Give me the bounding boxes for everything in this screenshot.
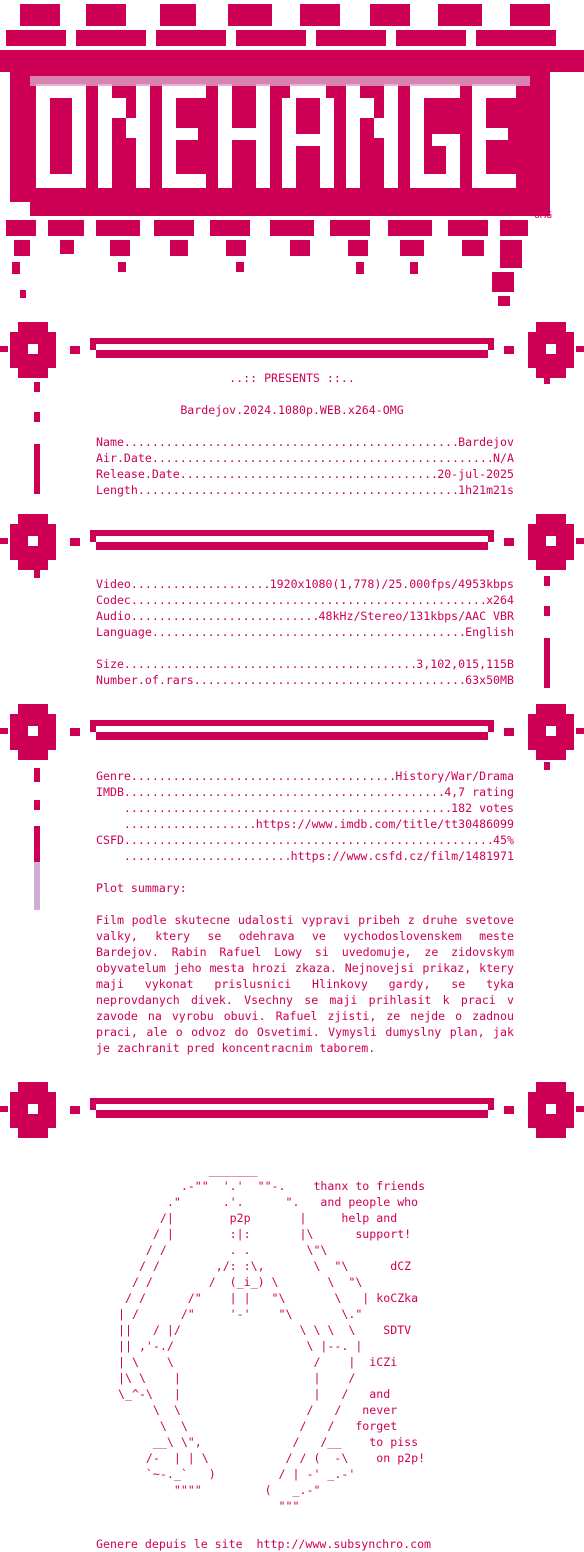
info-row: GenreHistory/War/Drama (96, 768, 514, 784)
group-logo (0, 4, 584, 306)
logo-tag: -OMG (528, 210, 553, 221)
section-divider (0, 1082, 584, 1138)
side-bar (544, 762, 550, 770)
info-row: Length1h21m21s (96, 482, 514, 498)
info-row: Codecx264 (96, 592, 514, 608)
info-row: 182 votes (96, 800, 514, 816)
side-bar (34, 570, 40, 578)
side-bar (544, 606, 550, 616)
plot-summary: Film podle skutecne udalosti vypravi pri… (96, 913, 514, 1055)
side-bar (544, 638, 550, 688)
side-bar (34, 444, 40, 494)
section-divider (0, 322, 584, 378)
side-bar (34, 412, 40, 422)
section-divider (0, 514, 584, 570)
ascii-art-credits: _______ .-"" '.' ""-. thanx to friends .… (118, 1163, 426, 1513)
info-row: CSFD45% (96, 832, 514, 848)
presents-heading: ..:: PRESENTS ::.. (229, 371, 355, 385)
info-row: NameBardejov (96, 434, 514, 450)
section-divider (0, 704, 584, 760)
info-row: Release.Date20-jul-2025 (96, 466, 514, 482)
side-bar (34, 826, 40, 862)
side-bar (34, 800, 40, 810)
release-name: Bardejov.2024.1080p.WEB.x264-OMG (180, 403, 404, 417)
plot-heading: Plot summary: (96, 881, 187, 895)
info-row: Air.DateN/A (96, 450, 514, 466)
info-row: Audio48kHz/Stereo/131kbps/AAC VBR (96, 608, 514, 624)
side-bar (34, 862, 40, 910)
info-row: Number.of.rars63x50MB (96, 672, 514, 688)
info-row: Video1920x1080(1,778)/25.000fps/4953kbps (96, 576, 514, 592)
footer-generated-by[interactable]: Genere depuis le site http://www.subsync… (96, 1537, 432, 1551)
side-bar (544, 376, 550, 384)
csfd-link[interactable]: https://www.csfd.cz/film/1481971 (96, 848, 514, 864)
side-bar (34, 382, 40, 392)
info-row: Size3,102,015,115B (96, 656, 514, 672)
imdb-link[interactable]: https://www.imdb.com/title/tt30486099 (96, 816, 514, 832)
info-row: LanguageEnglish (96, 624, 514, 640)
side-bar (544, 576, 550, 586)
info-row: IMDB4,7 rating (96, 784, 514, 800)
side-bar (34, 768, 40, 782)
